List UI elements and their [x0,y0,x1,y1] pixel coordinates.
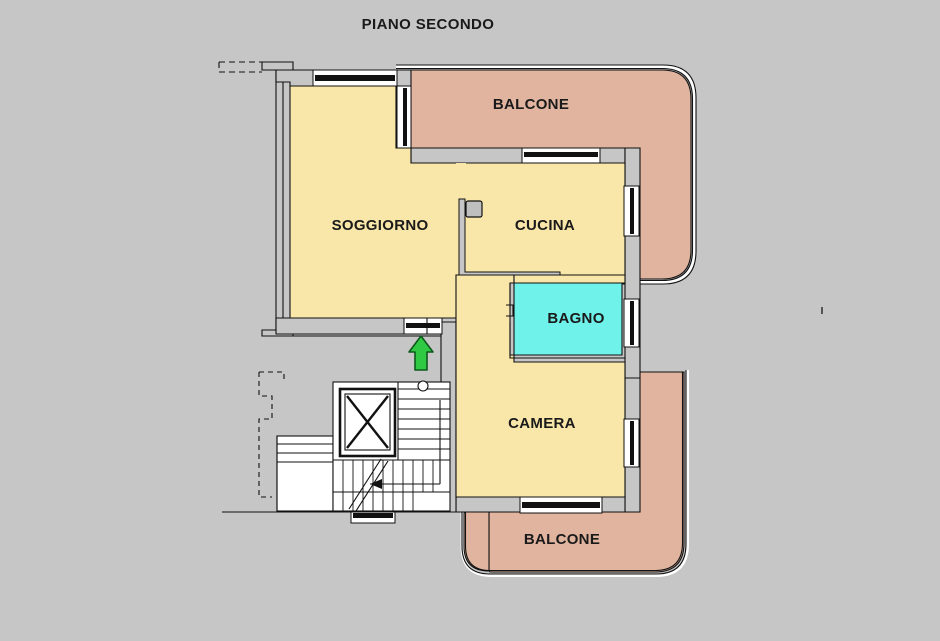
room-label-balcone-nord: BALCONE [493,96,569,113]
page-title: PIANO SECONDO [362,16,495,33]
handrail-newel [417,380,429,392]
stair-break-line [348,458,389,512]
balcony-door-south-camera [519,496,603,514]
window-cucina-balcony [521,147,601,164]
room-label-bagno: BAGNO [547,310,604,327]
stair-treads-lower [333,459,450,511]
room-soggiorno: SOGGIORNO [289,85,463,319]
room-label-camera: CAMERA [508,415,576,432]
balcony-north-railing [396,65,696,284]
pillar-square [465,200,483,218]
entrance-door-opening [403,317,443,335]
room-bagno: BAGNO [513,282,623,356]
balcony-north [395,64,697,285]
entrance-direction-arrow [408,335,434,371]
balcony-door-north [396,85,412,149]
window-bagno-east [623,298,640,348]
stairwell-area [222,371,456,513]
room-cucina: CUCINA [461,162,626,276]
room-label-balcone-sud: BALCONE [524,531,600,548]
window-soggiorno-north [312,69,398,87]
stair-landing-west [276,435,334,512]
room-label-cucina: CUCINA [515,217,575,234]
bathroom-partitions [506,282,625,359]
window-cucina-east [623,185,640,237]
window-camera-east [623,418,640,468]
room-label-soggiorno: SOGGIORNO [332,217,429,234]
room-camera: CAMERA [455,274,626,498]
scan-artifact-speck [821,307,823,314]
elevator-shaft [338,387,397,458]
stair-direction-arrow [370,400,441,489]
